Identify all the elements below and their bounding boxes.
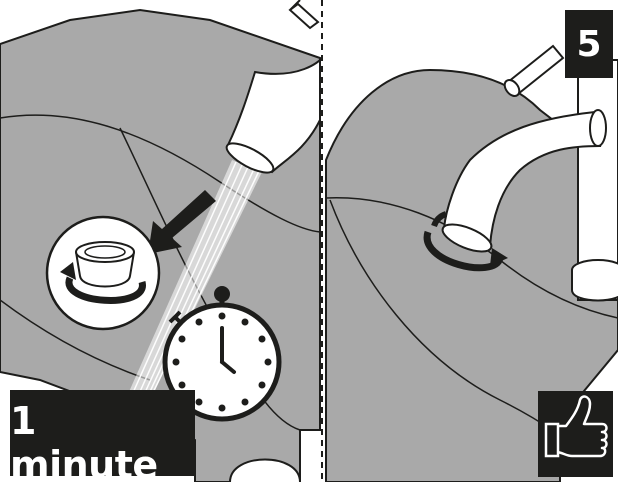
water-stream bbox=[128, 160, 262, 400]
unscrew-aerator-icon bbox=[45, 215, 161, 331]
faucet-spout bbox=[226, 57, 321, 174]
thumbs-up-icon bbox=[538, 391, 613, 477]
rotate-clockwise-icon bbox=[423, 211, 508, 272]
duration-label: 1 minute bbox=[10, 390, 195, 487]
arrow-down-left-icon bbox=[148, 190, 216, 254]
right-panel bbox=[325, 44, 618, 482]
step-number-badge: 5 bbox=[565, 10, 613, 78]
left-panel bbox=[0, 0, 321, 482]
